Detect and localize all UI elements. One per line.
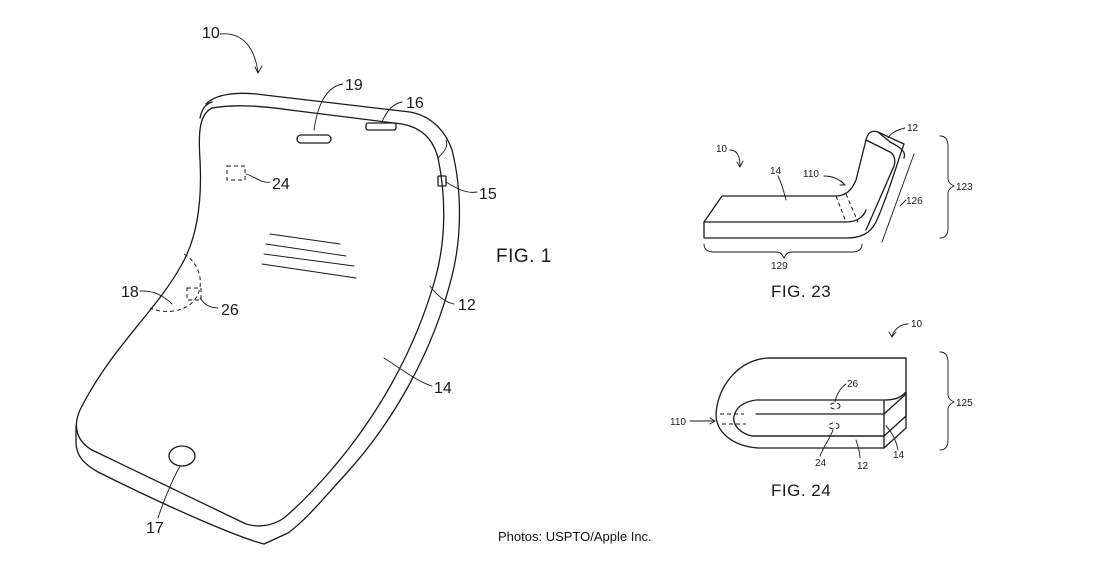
fig1-phone-drawing	[75, 92, 461, 545]
fig23-ref-10: 10	[716, 144, 728, 155]
fig1-ref-10: 10	[202, 25, 220, 42]
fig23-ref-129: 129	[771, 261, 788, 272]
fig23-leaders	[729, 127, 907, 207]
fig1-ref-24: 24	[272, 176, 290, 193]
fig1-ref-12: 12	[458, 297, 476, 314]
fig1-ref-17: 17	[146, 520, 164, 537]
fig23-ref-14: 14	[770, 166, 782, 177]
fig23-ref-123: 123	[956, 182, 973, 193]
fig24-caption: FIG. 24	[771, 481, 831, 500]
fig23-ref-12: 12	[907, 123, 919, 134]
fig23-caption: FIG. 23	[771, 282, 831, 301]
fig24-ref-14: 14	[893, 450, 905, 461]
fig1-leaders	[139, 33, 478, 519]
fig1-caption: FIG. 1	[496, 246, 552, 267]
fig24-ref-26: 26	[847, 379, 859, 390]
fig1-ref-19: 19	[345, 77, 363, 94]
fig24-ref-110: 110	[670, 417, 686, 428]
fig1-ref-14: 14	[434, 380, 452, 397]
fig24-ref-24: 24	[815, 458, 827, 469]
fig1-ref-18: 18	[121, 284, 139, 301]
fig23-ref-126: 126	[906, 196, 923, 207]
fig24-leaders	[689, 323, 909, 459]
fig24-folded-device-drawing	[715, 351, 956, 451]
fig1-ref-16: 16	[406, 95, 424, 112]
fig24-ref-10: 10	[911, 319, 923, 330]
photo-credit: Photos: USPTO/Apple Inc.	[498, 529, 652, 544]
fig1-ref-26: 26	[221, 302, 239, 319]
fig1-ref-15: 15	[479, 186, 497, 203]
fig24-ref-12: 12	[857, 461, 869, 472]
fig23-bent-device-drawing	[703, 130, 956, 260]
fig24-ref-125: 125	[956, 398, 973, 409]
fig23-ref-110: 110	[803, 169, 819, 180]
